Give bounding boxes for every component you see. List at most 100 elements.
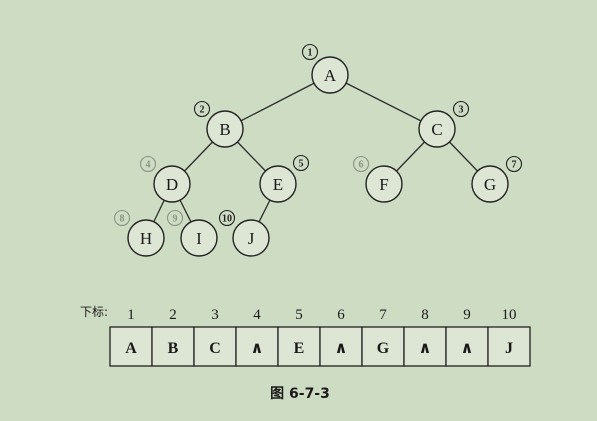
node-circle — [153, 165, 191, 203]
array-cell-value: B — [168, 340, 179, 357]
array-cell: ∧ — [403, 326, 447, 367]
node-index-badge: 8 — [113, 209, 131, 227]
node-index-badge: 10 — [218, 209, 236, 227]
tree-node-e: E5 — [259, 154, 310, 203]
node-label: I — [196, 229, 202, 248]
array-cell-box — [445, 326, 489, 367]
edge-a-b — [224, 74, 331, 130]
index-badge-number: 5 — [299, 159, 304, 170]
array-cell-value: ∧ — [335, 340, 348, 357]
index-badge-number: 4 — [146, 160, 151, 171]
array-cell: B — [151, 326, 195, 367]
array-index-header: 5 — [295, 307, 303, 323]
node-circle — [127, 219, 165, 257]
tree-node-g: G7 — [471, 155, 523, 203]
array-index-header: 4 — [253, 307, 261, 323]
index-badge-circle — [193, 100, 211, 118]
node-label: B — [219, 120, 230, 139]
node-label: H — [140, 229, 152, 248]
node-index-badge: 4 — [139, 155, 157, 173]
storage-array: 下标: 1 2 3 4 5 6 7 8 9 10 A B C ∧ E ∧ G ∧ ∧ J — [80, 305, 531, 367]
index-badge-number: 7 — [512, 160, 517, 171]
tree-edges — [145, 74, 491, 239]
tree-node-i: I9 — [166, 209, 218, 257]
array-index-header: 1 — [127, 307, 135, 323]
index-badge-number: 1 — [308, 48, 313, 59]
node-circle — [471, 165, 509, 203]
index-badge-number: 6 — [359, 160, 364, 171]
array-cell: ∧ — [235, 326, 279, 367]
node-index-badge: 9 — [166, 209, 184, 227]
array-cell: A — [109, 326, 153, 367]
edge-a-c — [329, 74, 438, 130]
node-label: F — [379, 175, 388, 194]
array-cell: E — [277, 326, 321, 367]
node-label: E — [273, 175, 283, 194]
node-label: J — [248, 229, 255, 248]
figure-caption: 图 6-7-3 — [270, 386, 330, 402]
node-circle — [232, 219, 270, 257]
node-circle — [365, 165, 403, 203]
array-cell-value: ∧ — [419, 340, 432, 357]
array-cell: ∧ — [319, 326, 363, 367]
tree-node-h: H8 — [113, 209, 165, 257]
array-index-header: 7 — [379, 307, 387, 323]
array-cell: C — [193, 326, 237, 367]
index-badge-circle — [113, 209, 131, 227]
node-circle — [418, 110, 456, 148]
array-cell-box — [403, 326, 447, 367]
index-badge-number: 3 — [459, 105, 464, 116]
index-badge-circle — [139, 155, 157, 173]
index-badge-circle — [166, 209, 184, 227]
array-cell-box — [235, 326, 279, 367]
node-circle — [180, 219, 218, 257]
tree-node-a: A1 — [301, 43, 349, 94]
index-badge-circle — [292, 154, 310, 172]
index-badge-circle — [452, 100, 470, 118]
node-index-badge: 7 — [505, 155, 523, 173]
array-cell-value: E — [294, 340, 305, 357]
array-cell: G — [361, 326, 405, 367]
array-index-header: 3 — [211, 307, 219, 323]
array-cell: J — [487, 326, 531, 367]
node-circle — [206, 110, 244, 148]
index-badge-circle — [218, 209, 236, 227]
node-circle — [311, 56, 349, 94]
node-label: G — [484, 175, 496, 194]
index-prefix-label: 下标: — [80, 305, 108, 319]
array-index-header: 8 — [421, 307, 429, 323]
array-cell-box — [487, 326, 531, 367]
node-index-badge: 3 — [452, 100, 470, 118]
array-index-header: 6 — [337, 307, 345, 323]
index-badge-circle — [505, 155, 523, 173]
tree-node-c: C3 — [418, 100, 470, 148]
array-cells: A B C ∧ E ∧ G ∧ ∧ J — [109, 326, 531, 367]
tree-node-j: J 10 — [218, 209, 270, 257]
array-index-headers: 1 2 3 4 5 6 7 8 9 10 — [127, 307, 516, 323]
array-index-header: 2 — [169, 307, 177, 323]
array-cell-value: C — [209, 340, 221, 357]
array-cell-box — [319, 326, 363, 367]
node-label: A — [324, 66, 337, 85]
node-index-badge: 5 — [292, 154, 310, 172]
array-cell-value: ∧ — [461, 340, 474, 357]
node-label: D — [166, 175, 178, 194]
array-cell-box — [109, 326, 153, 367]
array-cell: ∧ — [445, 326, 489, 367]
array-index-header: 9 — [463, 307, 471, 323]
node-circle — [259, 165, 297, 203]
array-index-header: 10 — [502, 307, 517, 323]
array-cell-value: G — [377, 340, 390, 357]
index-badge-circle — [352, 155, 370, 173]
index-badge-number: 9 — [173, 214, 178, 225]
node-label: C — [431, 120, 442, 139]
array-cell-box — [361, 326, 405, 367]
tree-node-d: D4 — [139, 155, 191, 203]
index-badge-number: 2 — [200, 105, 205, 116]
index-badge-number: 8 — [120, 214, 125, 225]
tree-node-b: B2 — [193, 100, 244, 148]
array-cell-value: A — [125, 340, 137, 357]
index-badge-circle — [301, 43, 319, 61]
